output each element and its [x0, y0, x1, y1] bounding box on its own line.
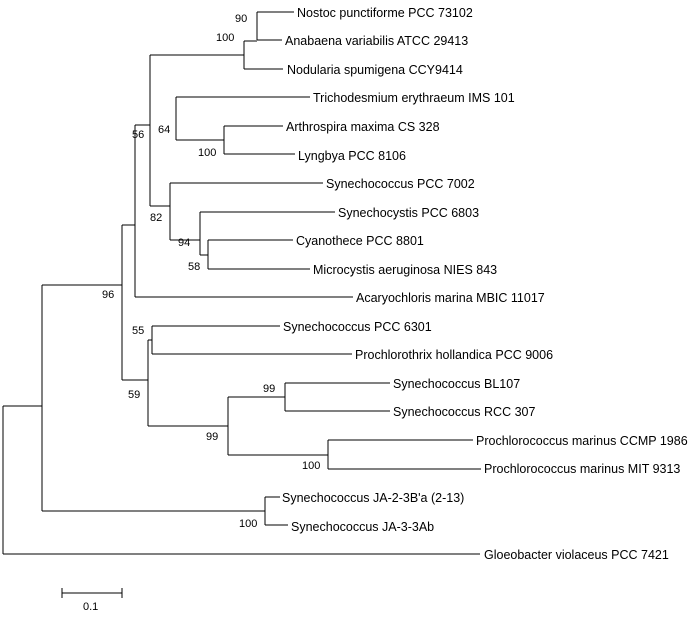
tree-branches: [2, 11, 481, 555]
leaf-label-microcystis: Microcystis aeruginosa NIES 843: [313, 263, 497, 277]
bootstrap-value: 59: [128, 389, 140, 401]
bootstrap-value: 96: [102, 289, 114, 301]
scale-bar: 0.1: [61, 588, 123, 613]
leaf-label-arthrospira: Arthrospira maxima CS 328: [286, 120, 440, 134]
leaf-label-prochl1986: Prochlorococcus marinus CCMP 1986: [476, 434, 688, 448]
leaf-label-synechocystis: Synechocystis PCC 6803: [338, 206, 479, 220]
leaf-label-syn7002: Synechococcus PCC 7002: [326, 177, 475, 191]
leaf-labels: Nostoc punctiforme PCC 73102 Anabaena va…: [282, 6, 688, 562]
leaf-label-cyanothece: Cyanothece PCC 8801: [296, 234, 424, 248]
bootstrap-value: 100: [302, 460, 320, 472]
leaf-label-prochlorothrix: Prochlorothrix hollandica PCC 9006: [355, 348, 553, 362]
leaf-label-lyngbya: Lyngbya PCC 8106: [298, 149, 406, 163]
bootstrap-value: 94: [178, 237, 190, 249]
leaf-label-synrcc307: Synechococcus RCC 307: [393, 405, 535, 419]
leaf-label-synja3: Synechococcus JA-3-3Ab: [291, 520, 434, 534]
bootstrap-value: 64: [158, 124, 170, 136]
bootstrap-value: 100: [216, 32, 234, 44]
bootstrap-value: 100: [239, 518, 257, 530]
bootstrap-value: 100: [198, 147, 216, 159]
bootstrap-value: 58: [188, 261, 200, 273]
leaf-label-acaryochloris: Acaryochloris marina MBIC 11017: [356, 291, 545, 305]
leaf-label-syn6301: Synechococcus PCC 6301: [283, 320, 432, 334]
leaf-label-prochl9313: Prochlorococcus marinus MIT 9313: [484, 462, 680, 476]
leaf-label-synja2: Synechococcus JA-2-3B'a (2-13): [282, 491, 464, 505]
bootstrap-value: 55: [132, 325, 144, 337]
bootstrap-value: 99: [206, 431, 218, 443]
leaf-label-trichodesmium: Trichodesmium erythraeum IMS 101: [313, 91, 515, 105]
leaf-label-gloeobacter: Gloeobacter violaceus PCC 7421: [484, 548, 669, 562]
bootstrap-value: 99: [263, 383, 275, 395]
leaf-label-anabaena: Anabaena variabilis ATCC 29413: [285, 34, 468, 48]
bootstrap-value: 82: [150, 212, 162, 224]
scale-bar-label: 0.1: [83, 601, 98, 613]
bootstrap-value: 56: [132, 129, 144, 141]
leaf-label-nodularia: Nodularia spumigena CCY9414: [287, 63, 463, 77]
bootstrap-value: 90: [235, 13, 247, 25]
leaf-label-nostoc: Nostoc punctiforme PCC 73102: [297, 6, 473, 20]
bootstrap-values: 90 100 100 64 58 94 82 56 55 99 100 99 5…: [102, 13, 320, 530]
leaf-label-synbl107: Synechococcus BL107: [393, 377, 520, 391]
